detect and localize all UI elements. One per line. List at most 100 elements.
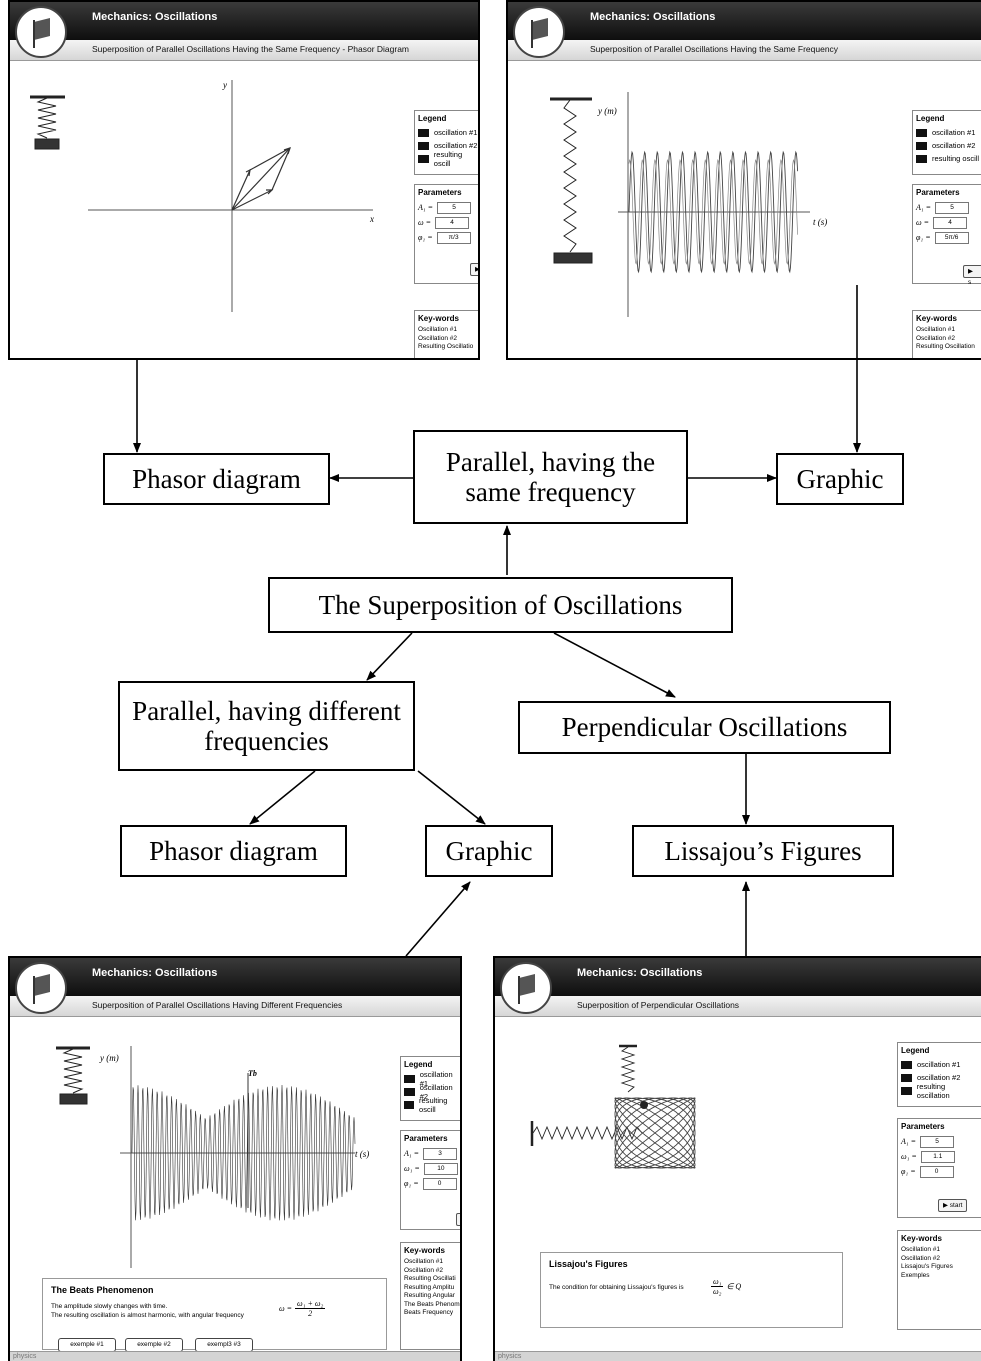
node-parallel-same-frequency: Parallel, having the same frequency	[413, 430, 688, 524]
param-label: ω₁ =	[404, 1164, 420, 1173]
keyword-item[interactable]: Oscillation #2	[901, 1254, 941, 1262]
legend-swatch	[404, 1074, 415, 1083]
param-input[interactable]: 5π/6	[934, 231, 969, 244]
keyword-item[interactable]: Oscillation #2	[418, 334, 458, 342]
legend-swatch	[901, 1073, 912, 1082]
keyword-item[interactable]: Lissajou's Figures	[901, 1263, 953, 1270]
legend-item: oscillation #1	[434, 128, 478, 137]
info-text: The amplitude slowly changes with time.	[51, 1303, 168, 1310]
start-button[interactable]: ▶ start	[938, 1199, 968, 1212]
example-1-button[interactable]: exemple #1	[58, 1338, 116, 1352]
keyword-item[interactable]: Resulting Oscillati	[404, 1275, 456, 1282]
info-text: The condition for obtaining Lissajou's f…	[549, 1284, 684, 1291]
screenshot-graphic-same-frequency: Mechanics: Oscillations Superposition of…	[506, 0, 981, 360]
node-graphic-bottom: Graphic	[425, 825, 553, 877]
param-input[interactable]: 3	[423, 1147, 458, 1160]
param-input[interactable]: 5	[935, 201, 970, 214]
keyword-item[interactable]: Oscillation #1	[418, 326, 458, 333]
keyword-item[interactable]: Resulting Oscillatio	[418, 343, 474, 350]
app-title: Mechanics: Oscillations	[577, 967, 703, 979]
param-label: A₁ =	[404, 1149, 420, 1158]
parameters-title: Parameters	[901, 1122, 945, 1131]
page-subtitle-bar: Superposition of Parallel Oscillations H…	[10, 40, 478, 61]
keyword-item[interactable]: Oscillation #2	[916, 334, 956, 342]
param-input[interactable]: 1.1	[920, 1150, 955, 1163]
parameters-panel: Parameters A₁ =5 ω =4 φ₁ =5π/6 ▶ s	[912, 184, 981, 286]
keyword-item[interactable]: Oscillation #1	[916, 326, 956, 333]
keywords-title: Key-words	[916, 314, 957, 323]
formula-denominator: ω₂	[713, 1287, 722, 1296]
legend-title: Legend	[916, 114, 945, 123]
page-subtitle: Superposition of Parallel Oscillations H…	[92, 44, 410, 54]
info-title: The Beats Phenomenon	[51, 1285, 154, 1295]
info-title: Lissajou's Figures	[549, 1259, 628, 1269]
param-input[interactable]: π/3	[436, 231, 471, 244]
footer-bar: physics	[495, 1351, 981, 1361]
keyword-item[interactable]: Exemples	[901, 1271, 930, 1279]
param-input[interactable]: 4	[933, 216, 968, 229]
legend-panel: Legend oscillation #1 oscillation #2 res…	[400, 1056, 460, 1121]
start-button[interactable]: ▶	[456, 1213, 460, 1226]
legend-swatch	[901, 1086, 912, 1095]
app-header: Mechanics: Oscillations	[10, 958, 460, 996]
footer-text: physics	[13, 1353, 37, 1360]
keyword-item[interactable]: Resulting Angular	[404, 1292, 455, 1299]
legend-panel: Legend oscillation #1 oscillation #2 res…	[414, 110, 478, 175]
footer-bar: physics	[10, 1351, 460, 1361]
keyword-item[interactable]: Beats Frequency	[404, 1309, 454, 1316]
legend-swatch	[404, 1087, 415, 1096]
parameters-title: Parameters	[418, 188, 462, 197]
param-input[interactable]: 0	[919, 1165, 954, 1178]
param-input[interactable]: 0	[422, 1177, 457, 1190]
parameters-title: Parameters	[916, 188, 960, 197]
keyword-item[interactable]: Resulting Amplitu	[404, 1283, 455, 1291]
node-lissajous-figures: Lissajou’s Figures	[632, 825, 894, 877]
keyword-item[interactable]: The Beats Phenom	[404, 1300, 460, 1308]
oscillation-curves	[628, 150, 799, 274]
node-superposition-root: The Superposition of Oscillations	[268, 577, 733, 633]
page-subtitle-bar: Superposition of Perpendicular Oscillati…	[495, 996, 981, 1017]
legend-item: oscillation #2	[917, 1073, 961, 1082]
keyword-item[interactable]: Oscillation #2	[404, 1266, 444, 1274]
param-label: ω =	[916, 218, 930, 227]
keyword-item[interactable]: Resulting Oscillation	[916, 343, 975, 350]
app-title: Mechanics: Oscillations	[92, 11, 218, 23]
university-logo-icon	[500, 962, 552, 1014]
beat-period-label: Tb	[248, 1069, 257, 1078]
param-input[interactable]: 4	[435, 216, 470, 229]
legend-swatch	[418, 141, 429, 150]
formula-numerator: ω₁	[711, 1277, 724, 1287]
oscillation-curves	[628, 158, 798, 265]
university-logo-icon	[513, 6, 565, 58]
legend-panel: Legend oscillation #1 oscillation #2 res…	[897, 1042, 981, 1107]
axis-x-label: t (s)	[355, 1149, 369, 1159]
example-2-button[interactable]: exemple #2	[125, 1338, 183, 1352]
node-phasor-diagram-bottom: Phasor diagram	[120, 825, 347, 877]
keyword-item[interactable]: Oscillation #1	[901, 1246, 941, 1253]
mass-ball-icon	[640, 1101, 648, 1109]
start-button[interactable]: ▶	[470, 263, 478, 276]
info-text: The resulting oscillation is almost harm…	[51, 1312, 244, 1319]
keywords-panel: Key-words Oscillation #1 Oscillation #2 …	[897, 1230, 981, 1330]
legend-item: resulting oscillation	[916, 1081, 950, 1100]
app-title: Mechanics: Oscillations	[92, 967, 218, 979]
param-input[interactable]: 5	[437, 201, 472, 214]
university-logo-icon	[15, 962, 67, 1014]
keywords-panel: Key-words Oscillation #1 Oscillation #2 …	[414, 310, 478, 358]
param-input[interactable]: 10	[423, 1162, 458, 1175]
example-3-button[interactable]: exempl3 #3	[195, 1338, 253, 1352]
node-phasor-diagram-top: Phasor diagram	[103, 453, 330, 505]
param-input[interactable]: 5	[920, 1135, 955, 1148]
horizontal-spring-icon	[530, 1121, 643, 1146]
formula-denominator: 2	[308, 1309, 313, 1318]
legend-swatch	[418, 128, 429, 137]
parameters-panel: Parameters A₁ =5 ω₁ =1.1 φ₁ =0 ▶ start	[897, 1118, 981, 1218]
start-button[interactable]: ▶ s	[963, 265, 981, 286]
param-label: ω =	[418, 218, 432, 227]
page-subtitle: Superposition of Parallel Oscillations H…	[92, 1000, 343, 1010]
param-label: φ₁ =	[901, 1167, 916, 1176]
node-perpendicular-oscillations: Perpendicular Oscillations	[518, 701, 891, 754]
param-label: A₁ =	[901, 1137, 917, 1146]
page-subtitle: Superposition of Parallel Oscillations H…	[590, 44, 839, 54]
keyword-item[interactable]: Oscillation #1	[404, 1258, 444, 1265]
